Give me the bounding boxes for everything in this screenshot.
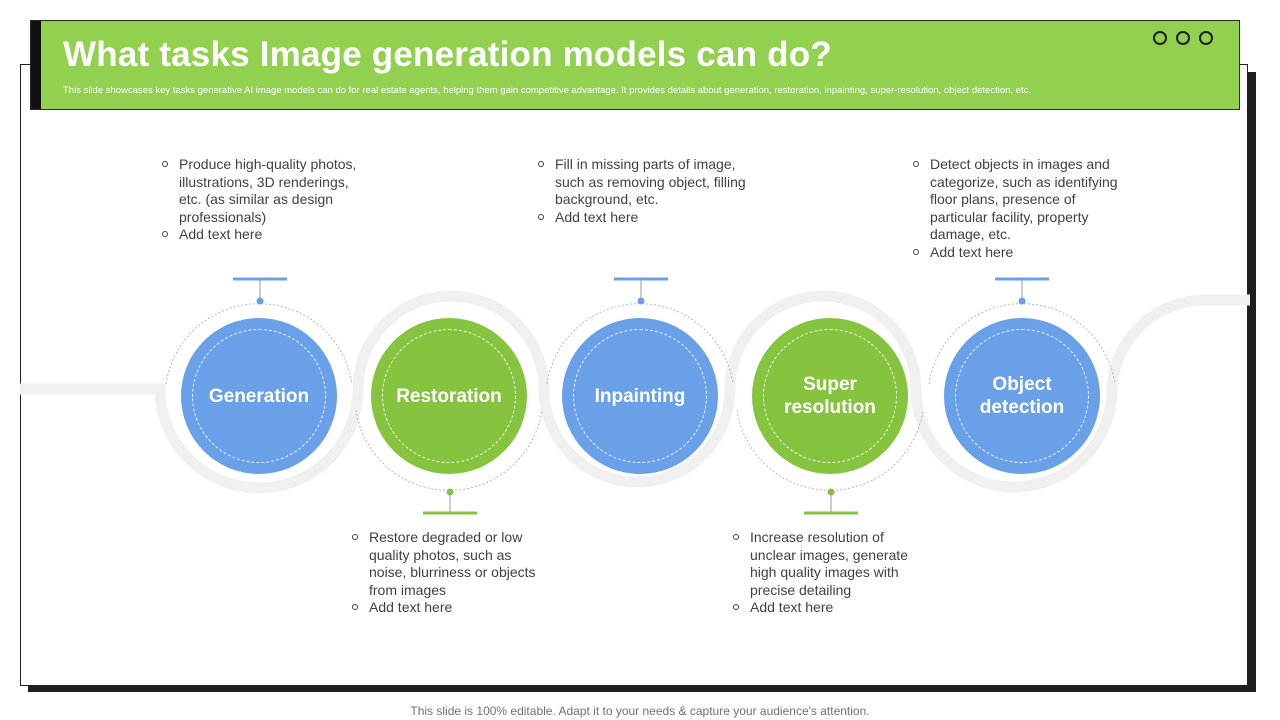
node-object-detection: Object detection — [944, 318, 1100, 474]
bullet-item: Add text here — [731, 599, 931, 617]
track-path — [20, 290, 1250, 494]
circle-dot-icon — [1176, 31, 1190, 45]
description-object-detection: Detect objects in images and categorize,… — [911, 156, 1131, 262]
circle-dot-icon — [1153, 31, 1167, 45]
bullet-item: Produce high-quality photos, illustratio… — [160, 156, 365, 226]
connector-object-detection — [995, 277, 1049, 305]
node-inpainting: Inpainting — [562, 318, 718, 474]
page-title: What tasks Image generation models can d… — [63, 35, 832, 74]
description-restoration: Restore degraded or low quality photos, … — [350, 529, 550, 617]
node-generation: Generation — [181, 318, 337, 474]
header-banner: What tasks Image generation models can d… — [30, 20, 1240, 110]
description-generation: Produce high-quality photos, illustratio… — [160, 156, 365, 244]
bullet-item: Add text here — [350, 599, 550, 617]
bullet-item: Detect objects in images and categorize,… — [911, 156, 1131, 244]
node-label: Object detection — [979, 374, 1065, 418]
decorative-dots — [1153, 31, 1213, 45]
footer-note: This slide is 100% editable. Adapt it to… — [410, 704, 870, 718]
description-super-resolution: Increase resolution of unclear images, g… — [731, 529, 931, 617]
node-super-resolution: Super resolution — [752, 318, 908, 474]
node-label: Generation — [208, 385, 310, 407]
bullet-item: Add text here — [160, 226, 365, 244]
header-accent-bar — [31, 21, 41, 109]
circle-dot-icon — [1199, 31, 1213, 45]
node-label: Inpainting — [594, 385, 686, 407]
node-label: Restoration — [396, 385, 502, 407]
bullet-item: Add text here — [536, 209, 751, 227]
bullet-item: Add text here — [911, 244, 1131, 262]
node-restoration: Restoration — [371, 318, 527, 474]
bullet-item: Increase resolution of unclear images, g… — [731, 529, 931, 599]
page-subtitle: This slide showcases key tasks generativ… — [63, 85, 1031, 96]
description-inpainting: Fill in missing parts of image, such as … — [536, 156, 751, 226]
bullet-item: Fill in missing parts of image, such as … — [536, 156, 751, 209]
bullet-item: Restore degraded or low quality photos, … — [350, 529, 550, 599]
connector-super-resolution — [804, 488, 858, 515]
connector-restoration — [423, 488, 477, 515]
connector-generation — [233, 277, 287, 305]
node-label: Super resolution — [784, 374, 876, 418]
connector-inpainting — [614, 277, 668, 305]
